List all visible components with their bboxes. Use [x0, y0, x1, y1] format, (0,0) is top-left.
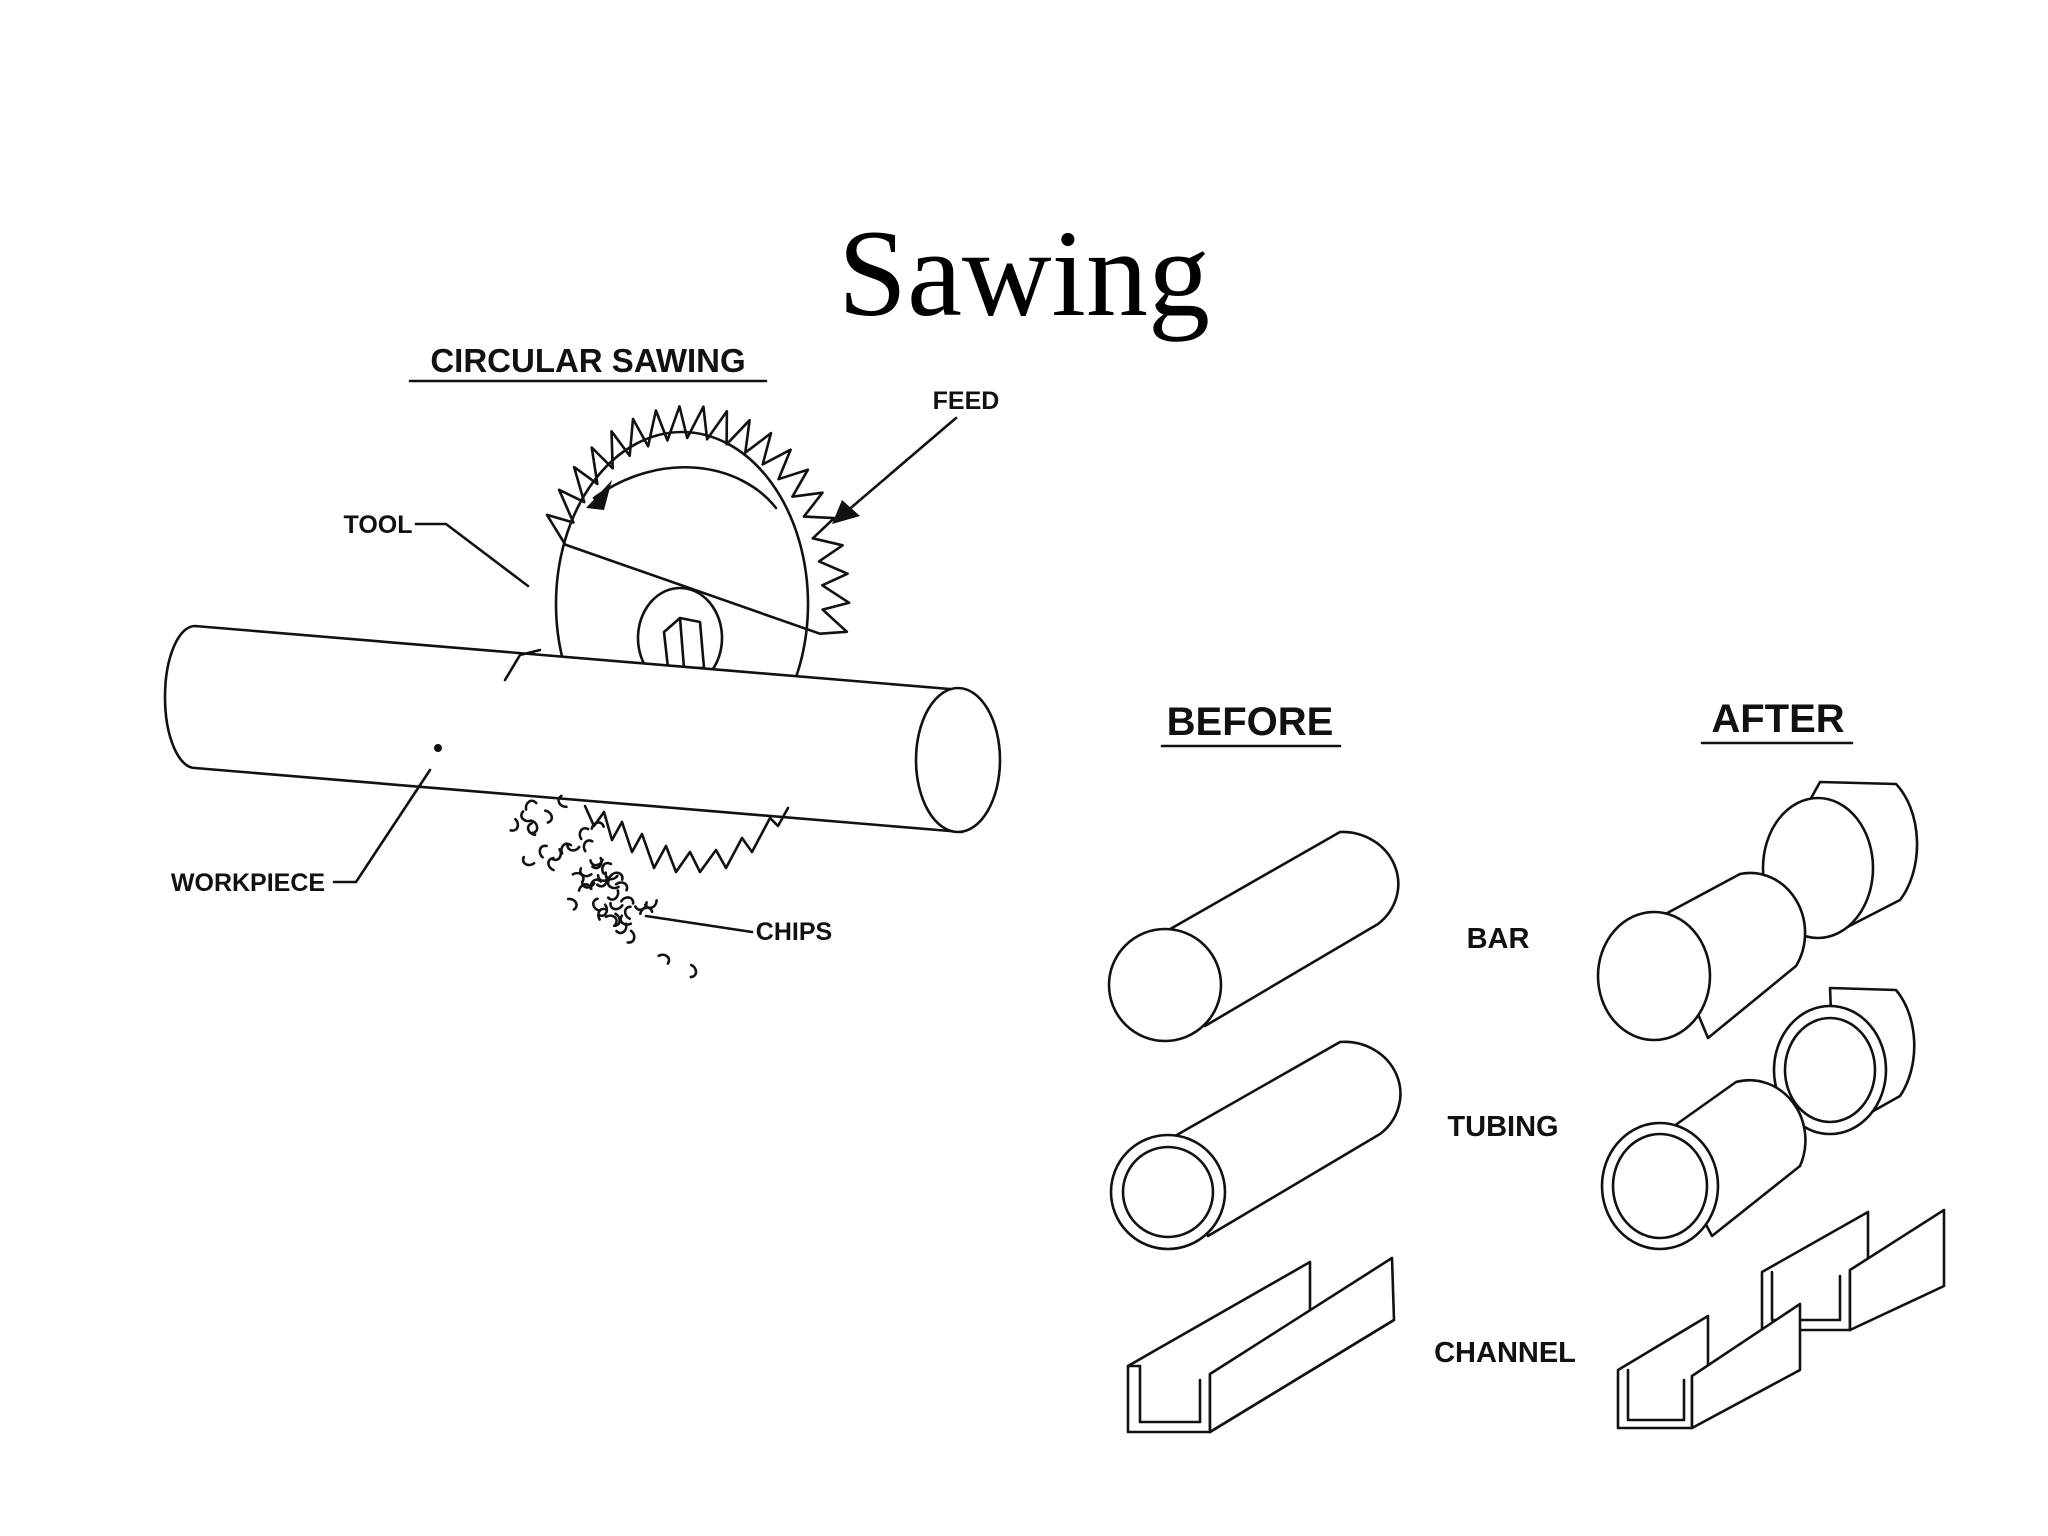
lower-saw-teeth — [583, 804, 790, 874]
chip-curl — [609, 901, 624, 911]
chip-curl — [560, 842, 573, 855]
rotation-arrowhead — [586, 480, 612, 510]
saw-blade — [545, 405, 851, 778]
chip-curl — [620, 896, 635, 905]
chip-curl — [544, 809, 554, 824]
chips-cluster — [509, 794, 698, 979]
before-channel — [1126, 1256, 1396, 1434]
workpiece-bar — [163, 624, 1002, 834]
chip-curl — [571, 871, 585, 883]
chip-curl — [615, 922, 628, 935]
chip-curl — [521, 855, 536, 867]
kerf-cut — [503, 648, 542, 682]
chip-curl — [557, 794, 568, 809]
chip-curl — [590, 821, 605, 830]
workpiece-leader — [332, 768, 432, 884]
row-label-tubing: TUBING — [1447, 1111, 1558, 1143]
chip-curl — [566, 897, 578, 911]
chips-leader — [644, 914, 754, 934]
slide-title: Sawing — [838, 205, 1210, 342]
row-label-bar: BAR — [1467, 923, 1530, 955]
rotation-arrow — [592, 466, 778, 510]
chip-curl — [619, 914, 633, 926]
before-heading: BEFORE — [1167, 700, 1334, 744]
chip-curl — [580, 880, 596, 889]
chip-curl — [509, 817, 520, 832]
feed-label: FEED — [933, 387, 1000, 415]
chip-curl — [689, 963, 698, 979]
chip-curl — [591, 856, 603, 870]
circular-sawing-illustration: CIRCULAR SAWING — [163, 342, 1002, 979]
chip-curl — [606, 889, 620, 901]
chip-curl — [626, 929, 636, 944]
chip-curl — [566, 842, 581, 852]
chip-curl — [551, 848, 563, 862]
chip-curl — [609, 871, 624, 881]
after-channel — [1616, 1208, 1946, 1430]
chip-curl — [524, 799, 538, 811]
chips-label: CHIPS — [756, 918, 832, 946]
saw-teeth — [545, 405, 851, 636]
chip-curl — [604, 914, 618, 926]
chip-curl — [596, 874, 612, 883]
after-heading: AFTER — [1711, 697, 1844, 741]
chip-curl — [591, 897, 601, 912]
workpiece-label: WORKPIECE — [171, 869, 325, 897]
feed-arrow-line — [844, 416, 958, 514]
before-after-comparison: BEFORE AFTER BAR TUBING CHANNEL — [1107, 697, 1946, 1434]
chip-curl — [614, 881, 629, 892]
after-bar — [1596, 780, 1919, 1042]
chip-curl — [623, 905, 632, 921]
chip-curl — [582, 839, 594, 853]
chip-curl — [520, 810, 533, 823]
workpiece-marker — [434, 744, 442, 752]
tool-leader — [414, 522, 530, 588]
after-tubing — [1600, 986, 1916, 1251]
chip-curl — [597, 903, 609, 918]
row-label-channel: CHANNEL — [1434, 1337, 1576, 1369]
chip-curl — [526, 821, 537, 837]
tool-label: TOOL — [344, 511, 413, 539]
chip-curl — [578, 827, 590, 841]
before-tubing — [1109, 1040, 1402, 1251]
before-bar — [1107, 830, 1400, 1043]
chip-curl — [606, 878, 620, 890]
chip-curl — [634, 901, 648, 912]
circular-sawing-heading: CIRCULAR SAWING — [430, 342, 745, 379]
chip-curl — [601, 861, 613, 875]
workpiece-end — [914, 686, 1002, 834]
feed-arrowhead — [832, 500, 860, 524]
chip-curl — [538, 844, 548, 859]
chip-curl — [577, 883, 593, 892]
arbor-nut — [662, 616, 706, 670]
chip-curl — [657, 953, 671, 965]
chip-curl — [530, 819, 539, 835]
workpiece-body — [163, 624, 964, 834]
